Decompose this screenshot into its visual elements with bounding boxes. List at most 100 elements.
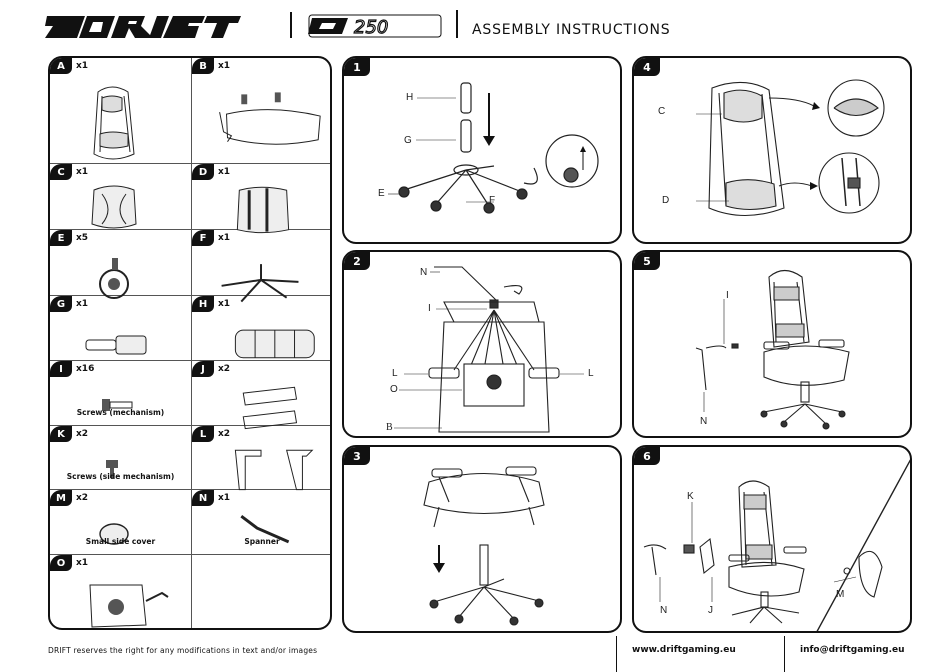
part-illustration-h [234, 329, 315, 359]
step-2-illustration [394, 266, 584, 433]
step-panel-1: 1 H G E F [342, 56, 622, 244]
header: 250 ASSEMBLY INSTRUCTIONS [0, 0, 950, 50]
page-title: ASSEMBLY INSTRUCTIONS [472, 22, 671, 38]
step-number: 3 [344, 447, 370, 465]
step-number: 6 [634, 447, 660, 465]
part-caption: Small side cover [85, 537, 156, 546]
step-panel-4: 4 C D [632, 56, 912, 244]
part-illustration-f [221, 264, 299, 303]
part-illustration-m [99, 523, 129, 545]
label-g: G [404, 135, 412, 146]
part-quantity: x1 [218, 493, 231, 503]
brand-logo [45, 12, 245, 42]
part-letter-badge: K [50, 426, 72, 442]
svg-text:250: 250 [354, 17, 388, 38]
part-quantity: x5 [76, 233, 89, 243]
part-illustration-a [93, 86, 135, 160]
label-n: N [660, 605, 668, 616]
step-5-illustration [695, 269, 850, 430]
part-letter-badge: A [50, 58, 72, 74]
step-panel-2: 2 N I L L O B [342, 250, 622, 438]
part-illustration-d [236, 186, 290, 234]
label-h: H [406, 92, 414, 103]
label-l-left: L [392, 368, 398, 379]
part-illustration-j [242, 386, 298, 430]
footer-divider-1 [616, 636, 617, 672]
label-n: N [420, 267, 428, 278]
header-divider [290, 12, 292, 38]
part-letter-badge: G [50, 296, 72, 312]
label-k: K [687, 491, 694, 502]
part-illustration-k [106, 460, 118, 478]
label-e: E [378, 188, 385, 199]
email-link[interactable]: info@driftgaming.eu [800, 645, 905, 655]
label-m: M [836, 589, 845, 600]
step-number: 1 [344, 58, 370, 76]
label-o: O [390, 384, 398, 395]
part-illustration-i [102, 399, 133, 411]
part-letter-badge: I [50, 361, 72, 377]
part-quantity: x1 [218, 299, 231, 309]
part-letter-badge: M [50, 490, 72, 506]
part-letter-badge: L [192, 426, 214, 442]
step-panel-6: 6 K N J M [632, 445, 912, 633]
part-quantity: x1 [76, 61, 89, 71]
part-illustration-g [85, 335, 147, 355]
part-quantity: x1 [218, 233, 231, 243]
part-letter-badge: D [192, 164, 214, 180]
step-panel-3: 3 [342, 445, 622, 633]
part-quantity: x1 [218, 167, 231, 177]
part-letter-badge: J [192, 361, 214, 377]
part-illustration-b [219, 92, 321, 145]
part-illustration-n [240, 515, 290, 544]
label-n: N [700, 416, 708, 427]
header-divider-2 [456, 10, 458, 38]
step-number: 5 [634, 252, 660, 270]
part-quantity: x2 [218, 429, 231, 439]
part-quantity: x2 [218, 364, 231, 374]
label-b: B [386, 422, 393, 433]
label-f: F [489, 195, 496, 206]
step-number: 4 [634, 58, 660, 76]
footer-divider-2 [784, 636, 785, 672]
label-i: I [726, 290, 729, 301]
part-cell-empty [192, 555, 330, 628]
part-quantity: x1 [76, 299, 89, 309]
part-illustration-o [89, 584, 169, 628]
part-illustration-e [99, 258, 129, 299]
step-4-illustration [696, 79, 885, 216]
label-c: C [658, 106, 666, 117]
part-letter-badge: F [192, 230, 214, 246]
part-letter-badge: C [50, 164, 72, 180]
part-letter-badge: E [50, 230, 72, 246]
disclaimer: DRIFT reserves the right for any modific… [48, 646, 318, 655]
part-letter-badge: O [50, 555, 72, 571]
label-l-right: L [588, 368, 594, 379]
step-number: 2 [344, 252, 370, 270]
website-link[interactable]: www.driftgaming.eu [632, 645, 736, 655]
part-quantity: x1 [76, 558, 89, 568]
part-quantity: x2 [76, 493, 89, 503]
model-logo: 250 [308, 14, 443, 39]
label-j: J [708, 605, 713, 616]
part-quantity: x1 [76, 167, 89, 177]
step-panel-5: 5 I N [632, 250, 912, 438]
part-letter-badge: N [192, 490, 214, 506]
part-quantity: x2 [76, 429, 89, 439]
part-caption: Spanner [244, 537, 280, 546]
part-illustration-l [234, 449, 314, 491]
step-6-illustration [643, 459, 910, 631]
